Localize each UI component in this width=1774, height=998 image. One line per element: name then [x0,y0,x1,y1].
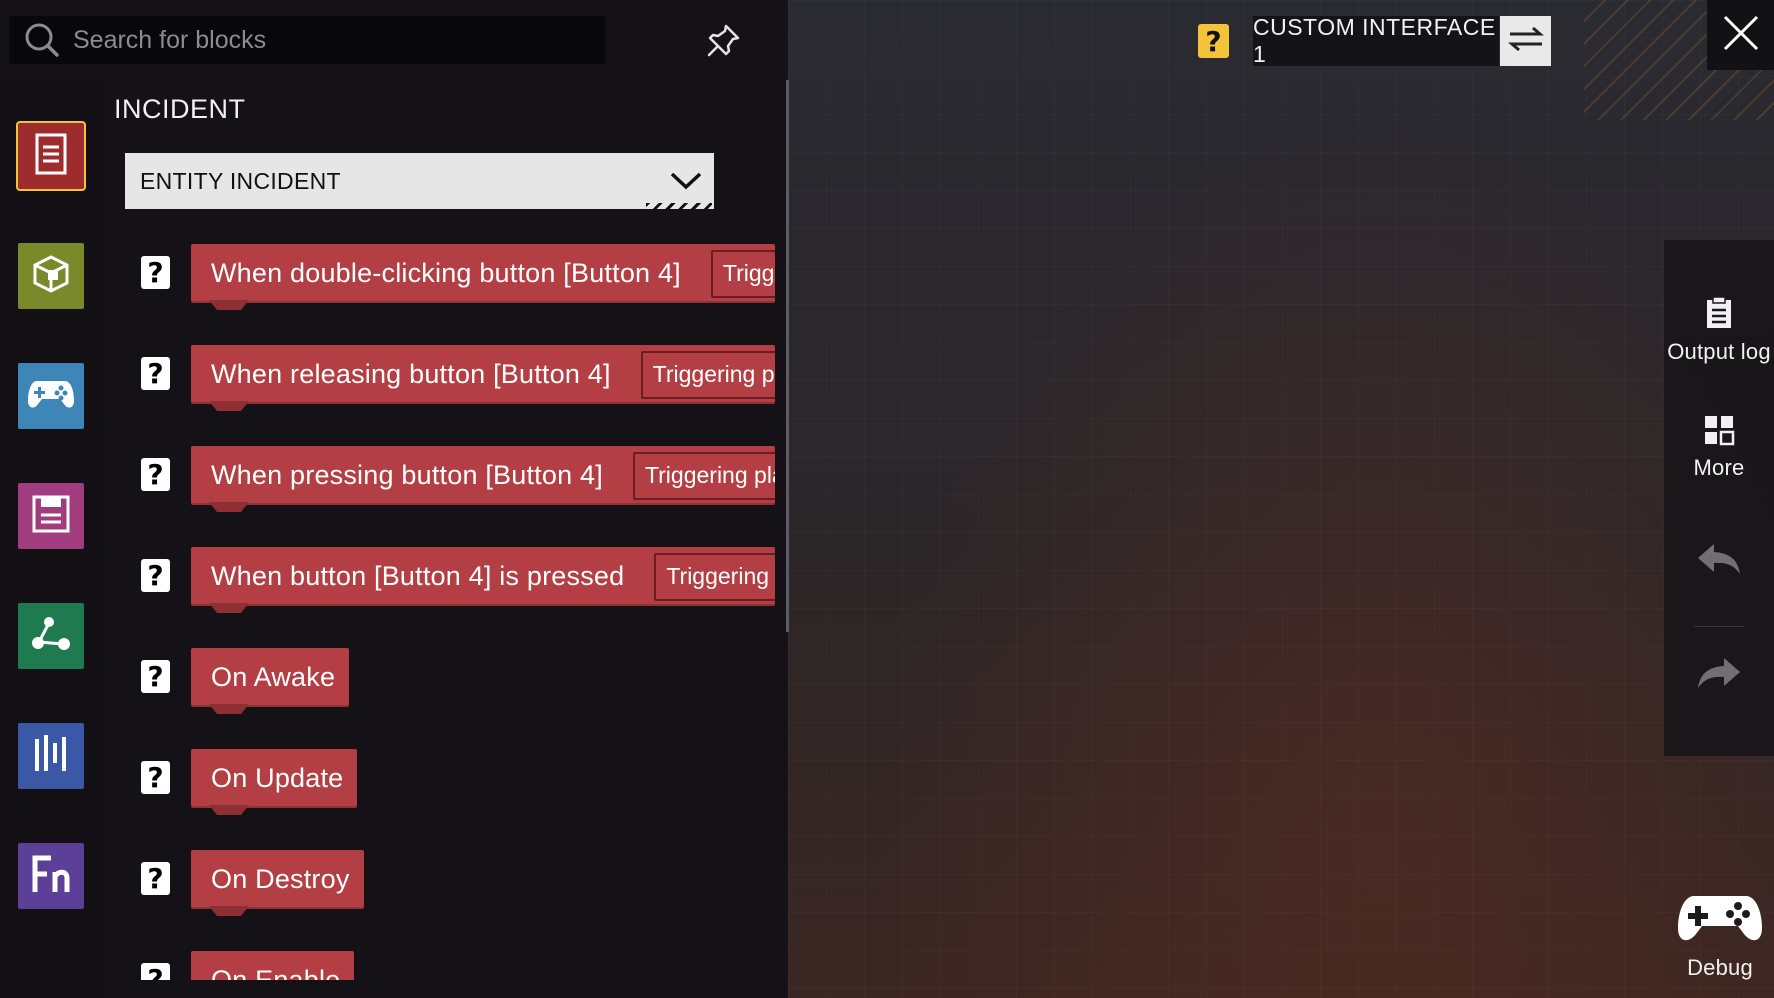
gamepad-icon [1676,890,1764,951]
undo-icon [1696,542,1742,581]
redo-icon [1696,656,1742,695]
debug-button[interactable]: Debug [1666,890,1774,990]
canvas-grid [788,0,1774,998]
list-item: ? On Enable [125,947,775,980]
help-icon[interactable]: ? [141,458,170,491]
category-controls[interactable] [18,363,84,429]
block-notch [209,603,249,613]
block-list: ? When double-clicking button [Button 4]… [125,240,775,980]
help-icon[interactable]: ? [141,357,170,390]
incident-block[interactable]: On Enable [191,951,355,980]
output-log-label: Output log [1667,339,1771,364]
param-diamond-icon [625,371,632,378]
undo-button[interactable] [1664,542,1774,581]
block-notch [209,906,249,916]
interface-selector[interactable]: CUSTOM INTERFACE 1 [1253,14,1499,67]
incident-block[interactable]: When double-clicking button [Button 4] T… [191,244,775,303]
output-log-button[interactable]: Output log [1664,296,1774,365]
save-icon [30,493,72,540]
block-label: When button [Button 4] is pressed [211,561,625,591]
clipboard-icon [1704,296,1734,335]
block-notch [209,502,249,512]
dropdown-selected-value: ENTITY INCIDENT [140,167,341,194]
block-label: On Enable [211,965,341,980]
block-notch [209,300,249,310]
incident-block[interactable]: On Destroy [191,850,364,909]
block-label: On Destroy [211,864,350,894]
toolbar-divider [1694,626,1744,627]
search-icon [17,16,67,64]
param-diamond-icon [639,573,646,580]
help-icon[interactable]: ? [141,256,170,289]
side-toolbar: Output log More [1664,240,1774,756]
block-notch [209,704,249,714]
block-notch [209,805,249,815]
list-item: ? When releasing button [Button 4] Trigg… [125,341,775,411]
list-item: ? When pressing button [Button 4] Trigge… [125,442,775,512]
incident-block[interactable]: When button [Button 4] is pressed Trigge… [191,547,775,606]
category-entity[interactable] [18,243,84,309]
block-label: On Update [211,763,344,793]
search-input[interactable] [67,25,605,55]
panel-scrollbar[interactable] [786,80,789,632]
category-logic[interactable] [18,603,84,669]
swap-arrows-icon [1507,25,1544,58]
blocks-panel: INCIDENT ENTITY INCIDENT ? When double-c… [0,0,789,998]
switch-interface-button[interactable] [1500,16,1551,66]
script-canvas[interactable] [788,0,1774,998]
close-icon [1721,13,1761,58]
block-label: When releasing button [Button 4] [211,359,611,389]
category-data[interactable] [18,483,84,549]
list-item: ? On Update [125,745,775,815]
chevron-down-icon [658,171,714,191]
block-param[interactable]: Triggering player [640,350,775,399]
more-label: More [1693,455,1745,480]
function-icon [29,852,73,901]
incident-block[interactable]: On Awake [191,648,350,707]
list-item: ? On Destroy [125,846,775,916]
debug-label: Debug [1687,955,1753,980]
list-item: ? When double-clicking button [Button 4]… [125,240,775,310]
incident-block[interactable]: When releasing button [Button 4] Trigger… [191,345,775,404]
block-label: On Awake [211,662,336,692]
param-diamond-icon [617,472,625,479]
grid-icon [1703,414,1735,451]
redo-button[interactable] [1664,656,1774,695]
block-param[interactable]: Triggering p [710,249,775,298]
category-functions[interactable] [18,843,84,909]
category-variables[interactable] [18,723,84,789]
bars-icon [31,733,71,780]
block-param[interactable]: Triggering player [654,552,775,601]
block-label: When pressing button [Button 4] [211,460,603,490]
pin-icon[interactable] [700,18,748,62]
incident-type-dropdown[interactable]: ENTITY INCIDENT [125,153,714,211]
dropdown-hatch [646,203,712,211]
list-item: ? When button [Button 4] is pressed Trig… [125,543,775,613]
section-title: INCIDENT [114,94,246,124]
help-icon[interactable]: ? [141,862,170,895]
param-diamond-icon [695,270,703,277]
nodes-icon [29,614,73,659]
document-icon [31,132,71,181]
block-param[interactable]: Triggering player [632,451,775,500]
list-item: ? On Awake [125,644,775,714]
block-label: When double-clicking button [Button 4] [211,258,681,288]
help-icon[interactable]: ? [141,963,170,980]
gamepad-icon [27,377,75,416]
close-button[interactable] [1707,0,1774,70]
cube-icon [30,253,72,300]
incident-block[interactable]: When pressing button [Button 4] Triggeri… [191,446,775,505]
help-icon[interactable]: ? [141,559,170,592]
help-icon[interactable]: ? [141,660,170,693]
more-button[interactable]: More [1664,414,1774,481]
block-notch [209,401,249,411]
incident-block[interactable]: On Update [191,749,358,808]
help-icon[interactable]: ? [141,761,170,794]
help-icon[interactable]: ? [1198,24,1229,58]
category-incident[interactable] [18,123,84,189]
search-bar[interactable] [9,16,605,64]
